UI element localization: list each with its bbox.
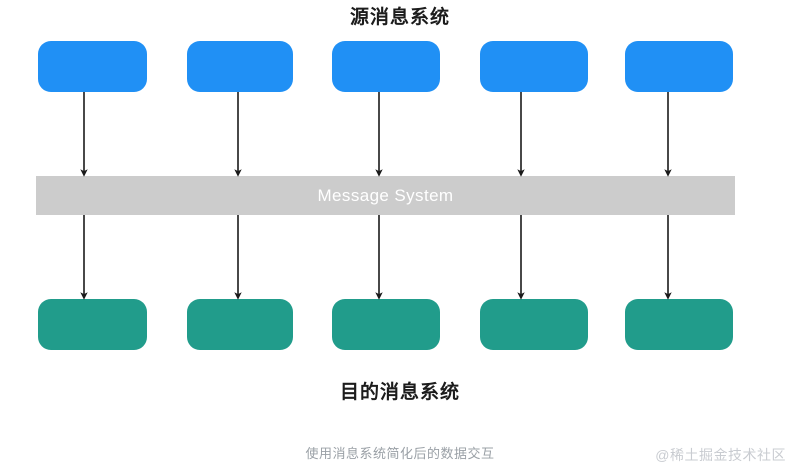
message-system-label: Message System bbox=[317, 185, 454, 205]
target-node-2[interactable] bbox=[187, 299, 293, 350]
watermark-label: @稀土掘金技术社区 bbox=[655, 447, 786, 463]
target-node-4[interactable] bbox=[480, 299, 588, 350]
source-node-1[interactable] bbox=[38, 41, 147, 92]
diagram-caption: 使用消息系统简化后的数据交互 bbox=[305, 446, 495, 461]
source-node-2[interactable] bbox=[187, 41, 293, 92]
source-node-5[interactable] bbox=[625, 41, 733, 92]
source-system-title: 源消息系统 bbox=[349, 7, 450, 28]
source-node-3[interactable] bbox=[332, 41, 440, 92]
target-node-3[interactable] bbox=[332, 299, 440, 350]
source-node-4[interactable] bbox=[480, 41, 588, 92]
message-system-bar[interactable]: Message System bbox=[36, 176, 735, 215]
target-system-title: 目的消息系统 bbox=[339, 382, 460, 403]
target-node-5[interactable] bbox=[625, 299, 733, 350]
target-node-1[interactable] bbox=[38, 299, 147, 350]
